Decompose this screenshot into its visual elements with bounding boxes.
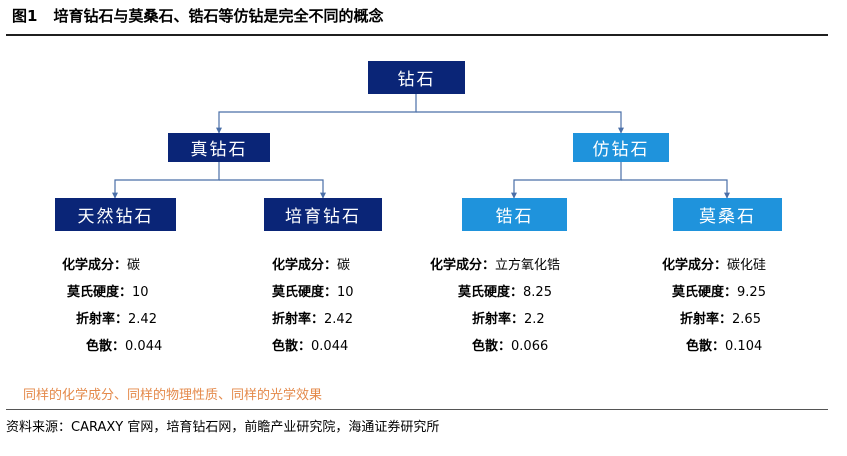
connector-root-imitation <box>416 111 624 134</box>
property-hardness: 莫氏硬度：10 <box>272 285 354 300</box>
source-divider <box>6 409 828 410</box>
summary-note: 同样的化学成分、同样的物理性质、同样的光学效果 <box>23 388 323 403</box>
node-imitation-diamond: 仿钻石 <box>573 133 669 162</box>
node-moissanite: 莫桑石 <box>673 198 782 231</box>
property-dispersion: 色散：0.104 <box>686 339 763 354</box>
property-hardness: 莫氏硬度：8.25 <box>458 285 552 300</box>
figure-title-text: 培育钻石与莫桑石、锆石等仿钻是完全不同的概念 <box>53 7 384 25</box>
properties-moissanite: 化学成分：碳化硅 莫氏硬度：9.25 折射率：2.65 色散：0.104 <box>662 252 766 360</box>
property-refraction: 折射率：2.2 <box>472 312 545 327</box>
property-hardness: 莫氏硬度：10 <box>67 285 149 300</box>
connector-imitation-zircon <box>511 162 622 199</box>
property-refraction: 折射率：2.65 <box>680 312 761 327</box>
property-hardness: 莫氏硬度：9.25 <box>672 285 766 300</box>
property-dispersion: 色散：0.044 <box>272 339 349 354</box>
property-refraction: 折射率：2.42 <box>272 312 353 327</box>
connector-real-labgrown <box>219 179 326 199</box>
property-refraction: 折射率：2.42 <box>76 312 157 327</box>
node-diamond: 钻石 <box>368 61 465 94</box>
properties-natural-diamond: 化学成分：碳 莫氏硬度：10 折射率：2.42 色散：0.044 <box>62 252 162 360</box>
source-citation: 资料来源：CARAXY 官网，培育钻石网，前瞻产业研究院，海通证券研究所 <box>6 420 440 435</box>
figure-label: 图1 <box>12 7 38 25</box>
node-lab-grown-diamond: 培育钻石 <box>264 198 382 231</box>
properties-lab-grown-diamond: 化学成分：碳 莫氏硬度：10 折射率：2.42 色散：0.044 <box>272 252 354 360</box>
connector-imitation-moissanite <box>621 179 730 199</box>
figure-title: 图1 培育钻石与莫桑石、锆石等仿钻是完全不同的概念 <box>6 6 383 26</box>
connector-root-real <box>216 94 417 134</box>
node-natural-diamond: 天然钻石 <box>55 198 176 231</box>
property-composition: 化学成分：立方氧化锆 <box>430 258 561 273</box>
property-dispersion: 色散：0.066 <box>472 339 549 354</box>
title-divider <box>6 34 828 36</box>
property-dispersion: 色散：0.044 <box>86 339 163 354</box>
property-composition: 化学成分：碳 <box>62 258 141 273</box>
node-zircon: 锆石 <box>462 198 567 231</box>
properties-zircon: 化学成分：立方氧化锆 莫氏硬度：8.25 折射率：2.2 色散：0.066 <box>430 252 560 360</box>
property-composition: 化学成分：碳化硅 <box>662 258 767 273</box>
property-composition: 化学成分：碳 <box>272 258 351 273</box>
connector-real-natural <box>112 162 220 199</box>
node-real-diamond: 真钻石 <box>168 133 270 162</box>
